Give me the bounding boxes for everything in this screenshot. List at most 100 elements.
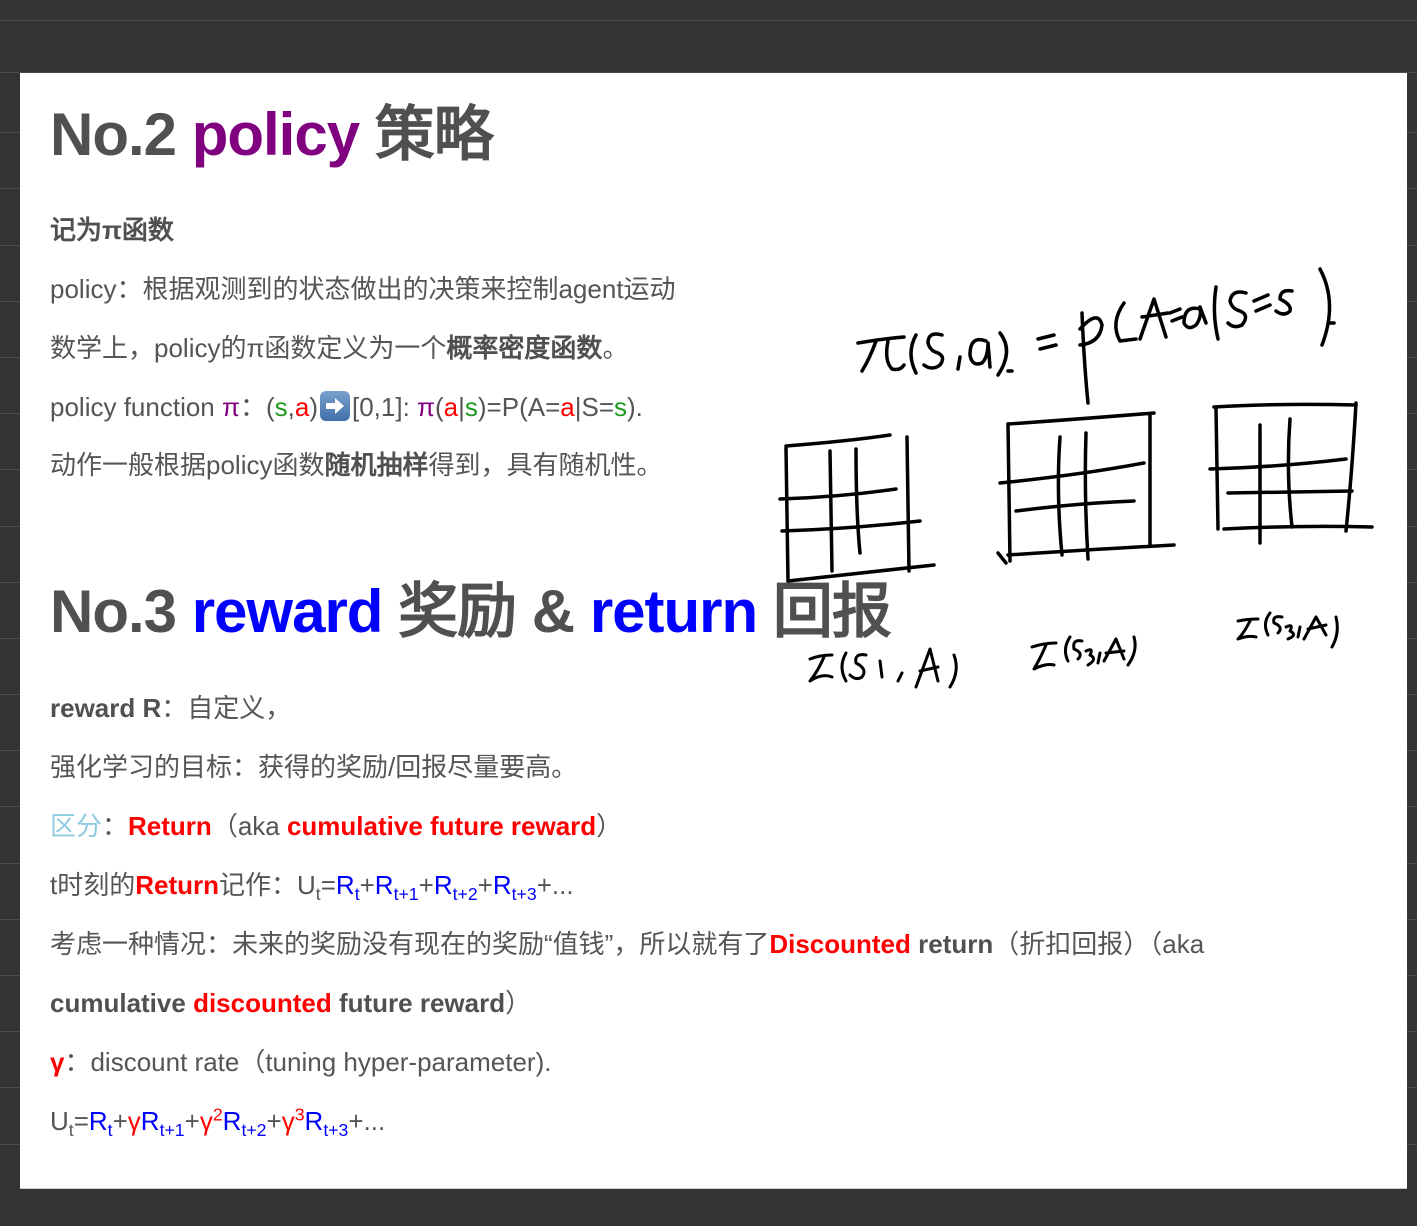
- policy-line-2: policy：根据观测到的状态做出的决策来控制agent运动: [50, 274, 676, 304]
- text: (: [434, 392, 444, 422]
- action-var: a: [294, 392, 310, 422]
- section-heading-policy: No.2 policy 策略: [50, 105, 494, 165]
- policy-line-5: 动作一般根据policy函数随机抽样得到，具有随机性。: [50, 450, 663, 481]
- text: +: [266, 1106, 282, 1136]
- subscript: t: [315, 884, 321, 905]
- reward-term: R: [304, 1106, 324, 1136]
- gamma-symbol: γ: [281, 1106, 295, 1136]
- bold-text: 概率密度函数: [446, 333, 603, 363]
- text: 得到，具有随机性。: [428, 450, 663, 480]
- text: U: [50, 1106, 69, 1136]
- bold-text: Return: [128, 811, 212, 841]
- text: =: [73, 1106, 89, 1136]
- text: )=P(A=: [477, 392, 561, 422]
- reward-term: R: [140, 1106, 160, 1136]
- text: [0,1]:: [351, 392, 418, 422]
- bold-text: cumulative future reward: [286, 811, 597, 841]
- bold-text: return: [910, 929, 994, 959]
- handwritten-grid-2: [996, 411, 1176, 565]
- text: 区分: [50, 811, 103, 841]
- text: +: [112, 1106, 128, 1136]
- heading-cn: 回报: [757, 578, 892, 645]
- note-page: No.2 policy 策略 记为π函数 policy：根据观测到的状态做出的决…: [20, 73, 1407, 1189]
- superscript: 2: [212, 1104, 223, 1125]
- bold-text: future reward: [331, 988, 506, 1018]
- text: ）: [596, 811, 623, 841]
- text: ：自定义，: [161, 693, 292, 723]
- state-var: s: [614, 392, 628, 422]
- reward-term: R: [335, 870, 355, 900]
- right-arrow-icon: [319, 391, 350, 421]
- text: 数学上，policy的π函数定义为一个: [50, 333, 447, 363]
- text: |: [458, 392, 465, 422]
- text: +...: [536, 870, 574, 900]
- text: =: [320, 870, 336, 900]
- superscript: 3: [294, 1104, 305, 1125]
- bold-text: cumulative: [50, 988, 194, 1018]
- return-formula-line: t时刻的Return记作：Ut=Rt+Rt+1+Rt+2+Rt+3+...: [50, 870, 574, 905]
- pi-symbol: π: [221, 392, 240, 422]
- heading-cn: 策略: [359, 101, 494, 168]
- text: ).: [627, 392, 643, 422]
- text: +: [418, 870, 434, 900]
- bold-text: discounted: [193, 988, 332, 1018]
- heading-cn: 奖励 &: [382, 578, 590, 645]
- reward-term: R: [222, 1106, 242, 1136]
- subscript: t+2: [241, 1120, 267, 1141]
- heading-keyword: reward: [191, 578, 384, 645]
- heading-number: No.3: [50, 578, 192, 645]
- text: +: [184, 1106, 200, 1136]
- text: （aka: [211, 811, 287, 841]
- section-heading-reward-return: No.3 reward 奖励 & return 回报: [50, 582, 892, 642]
- bold-text: Discounted: [769, 929, 911, 959]
- policy-function-line: policy function π：(s,a)[0,1]: π(a|s)=P(A…: [50, 391, 643, 423]
- heading-number: No.2: [50, 101, 192, 168]
- bold-text: Return: [135, 870, 220, 900]
- reward-line-3: 区分：Return（aka cumulative future reward）: [50, 811, 622, 842]
- text: 。: [602, 333, 629, 363]
- text: ): [309, 392, 318, 422]
- subscript: t+1: [393, 884, 419, 905]
- state-var: s: [464, 392, 478, 422]
- reward-term: R: [88, 1106, 108, 1136]
- subscript: t+3: [323, 1120, 349, 1141]
- text: 记作：U: [219, 870, 316, 900]
- handwritten-grid-label-2: [1030, 635, 1137, 671]
- subscript: t: [354, 884, 360, 905]
- text: 动作一般根据policy函数: [50, 450, 325, 480]
- text: +: [359, 870, 375, 900]
- subscript: t+3: [511, 884, 537, 905]
- reward-term: R: [433, 870, 453, 900]
- handwritten-grid-label-3: [1236, 611, 1339, 649]
- text: ,: [287, 392, 295, 422]
- subscript: t+1: [159, 1120, 185, 1141]
- policy-line-3: 数学上，policy的π函数定义为一个概率密度函数。: [50, 333, 628, 364]
- state-var: s: [274, 392, 288, 422]
- heading-keyword: return: [589, 578, 758, 645]
- text: （折扣回报）（aka: [993, 929, 1205, 959]
- text: |S=: [574, 392, 615, 422]
- bold-text: 随机抽样: [324, 450, 429, 480]
- text: +...: [348, 1106, 386, 1136]
- handwritten-grid-1: [778, 433, 936, 583]
- text: policy function: [50, 392, 222, 422]
- discounted-formula-line: Ut=Rt+γRt+1+γ2Rt+2+γ3Rt+3+...: [50, 1104, 386, 1141]
- reward-line-1: reward R：自定义，: [50, 693, 291, 724]
- subscript: t: [107, 1120, 113, 1141]
- reward-line-2: 强化学习的目标：获得的奖励/回报尽量要高。: [50, 752, 578, 782]
- reward-term: R: [374, 870, 394, 900]
- action-var: a: [560, 392, 575, 422]
- gamma-definition-line: γ：discount rate（tuning hyper-parameter).: [50, 1047, 551, 1078]
- reward-term: R: [492, 870, 512, 900]
- handwritten-grid-label-1: [808, 647, 958, 689]
- gamma-symbol: γ: [50, 1047, 65, 1077]
- policy-line-1: 记为π函数: [50, 215, 174, 245]
- handwritten-formula: [856, 267, 1336, 405]
- text: ）: [505, 988, 532, 1018]
- pi-symbol: π: [417, 392, 435, 422]
- heading-keyword: policy: [191, 101, 360, 168]
- discounted-return-line: 考虑一种情况：未来的奖励没有现在的奖励“值钱”，所以就有了Discounted …: [50, 929, 1204, 960]
- handwritten-annotations: [778, 267, 1374, 689]
- background-rule: [0, 20, 1417, 21]
- subscript: t: [68, 1120, 74, 1141]
